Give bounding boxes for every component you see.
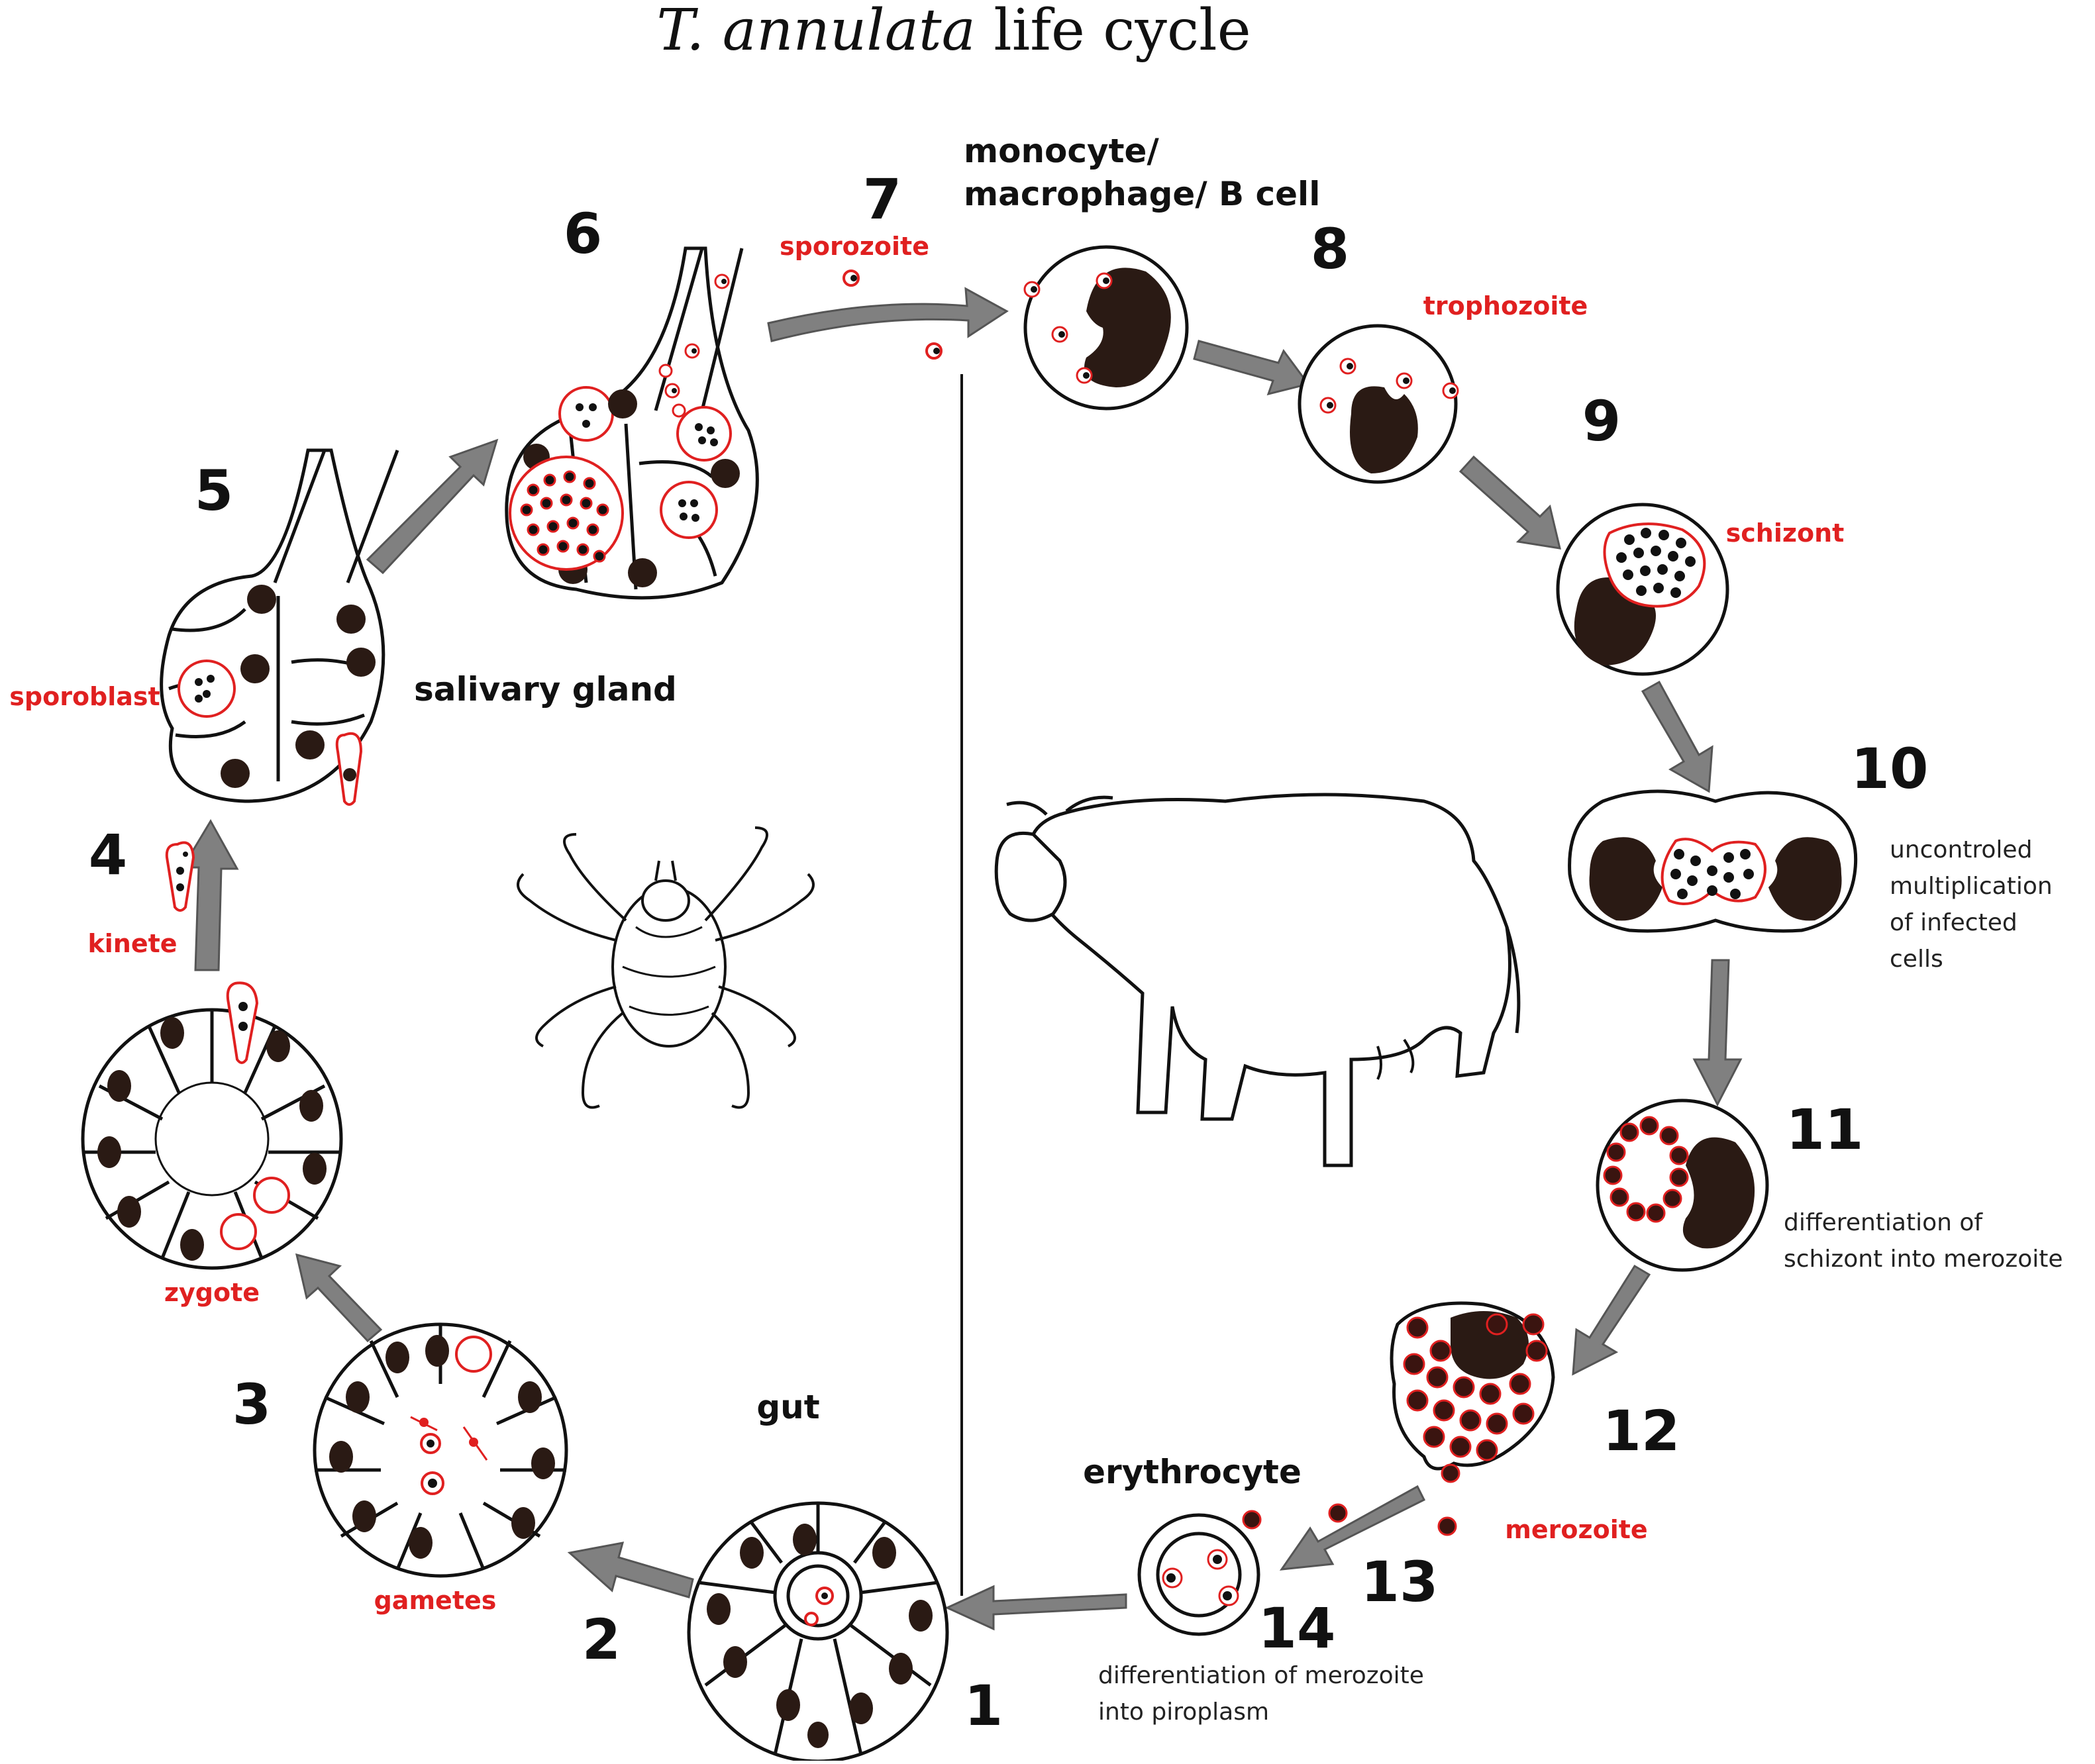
description-11-line2: schizont into merozoite xyxy=(1784,1246,2063,1273)
arrow-stage-12 xyxy=(1572,1264,1651,1376)
arrow-stage-8 xyxy=(1193,340,1310,396)
stage-number-13: 13 xyxy=(1361,1549,1439,1614)
stage-numbers: 1 2 3 4 5 6 7 8 9 10 11 12 13 14 xyxy=(89,167,1929,1738)
description-10-line4: cells xyxy=(1890,946,1943,973)
description-14-line1: differentiation of merozoite xyxy=(1098,1662,1424,1689)
cow-illustration xyxy=(994,793,1521,1167)
salivary-gland-label: salivary gland xyxy=(414,670,677,709)
stage-descriptions: uncontroled multiplication of infected c… xyxy=(1098,836,2063,1726)
salivary-gland-sporozoites xyxy=(505,246,759,600)
arrow-stage-11 xyxy=(1692,959,1743,1107)
free-sporozoites xyxy=(843,270,943,360)
stage-number-10: 10 xyxy=(1851,736,1929,801)
stage-number-14: 14 xyxy=(1258,1596,1336,1661)
zygote-gut-cross-section xyxy=(81,981,343,1270)
cycle-arrows xyxy=(181,287,1743,1631)
arrow-stage-9 xyxy=(1458,455,1561,550)
monocyte-label-line1: monocyte/ xyxy=(964,132,1159,170)
stage-number-8: 8 xyxy=(1311,217,1349,281)
tick-illustration xyxy=(517,826,815,1109)
stage-number-4: 4 xyxy=(89,822,127,887)
erythrocyte-label: erythrocyte xyxy=(1083,1453,1302,1491)
location-labels: monocyte/ macrophage/ B cell salivary gl… xyxy=(414,132,1320,1491)
schizont-label: schizont xyxy=(1726,518,1845,548)
description-10-line2: multiplication xyxy=(1890,873,2053,900)
zygote-label: zygote xyxy=(164,1278,260,1307)
stage-number-3: 3 xyxy=(232,1372,271,1437)
stage-number-5: 5 xyxy=(195,458,233,523)
description-11-line1: differentiation of xyxy=(1784,1209,1983,1236)
arrow-stage-10 xyxy=(1641,680,1713,793)
stage-number-11: 11 xyxy=(1786,1097,1864,1162)
sporoblast-label: sporoblast xyxy=(9,682,160,711)
description-10-line1: uncontroled xyxy=(1890,836,2032,863)
arrow-stage-5 xyxy=(366,438,499,575)
stage-number-7: 7 xyxy=(863,167,901,232)
merozoite-cluster xyxy=(1403,1313,1548,1461)
monocyte-label-line2: macrophage/ B cell xyxy=(964,175,1320,213)
erythrocyte-cell xyxy=(1137,1513,1260,1636)
gut-cross-section xyxy=(687,1501,949,1763)
parasite-stage-labels: sporozoite trophozoite schizont sporobla… xyxy=(9,232,1844,1615)
host-cell-dividing xyxy=(1568,789,1858,933)
stage-number-1: 1 xyxy=(964,1673,1003,1738)
host-cell-bursting xyxy=(1242,1301,1555,1536)
host-cell-trophozoite xyxy=(1298,324,1459,484)
sporozoite-cluster xyxy=(520,470,609,563)
gut-label: gut xyxy=(756,1388,819,1426)
salivary-gland-acinus xyxy=(160,448,399,806)
diagram-title: T. annulata life cycle xyxy=(656,0,1251,64)
description-10-line3: of infected xyxy=(1890,909,2018,936)
gametes-gut-cross-section xyxy=(313,1322,568,1578)
kinete-cell xyxy=(165,841,195,912)
stage-number-6: 6 xyxy=(564,201,602,266)
description-14-line2: into piroplasm xyxy=(1098,1698,1269,1726)
arrow-stage-13 xyxy=(1279,1485,1426,1571)
stage-number-9: 9 xyxy=(1582,389,1621,454)
merozoite-label: merozoite xyxy=(1505,1515,1647,1544)
host-cell-schizont xyxy=(1556,503,1729,676)
arrow-stage-7 xyxy=(767,287,1009,342)
kinete-label: kinete xyxy=(87,929,177,958)
arrow-stage-1 xyxy=(945,1585,1127,1631)
host-cell-merozoite-differentiation xyxy=(1596,1099,1769,1272)
arrow-stage-3 xyxy=(295,1253,383,1343)
host-cell-sporozoite-entry xyxy=(1023,245,1189,411)
stage-number-12: 12 xyxy=(1603,1398,1680,1463)
sporozoite-label: sporozoite xyxy=(780,232,929,261)
gametes-label: gametes xyxy=(374,1586,497,1615)
arrow-stage-2 xyxy=(567,1542,694,1598)
trophozoite-label: trophozoite xyxy=(1423,291,1588,320)
stage-number-2: 2 xyxy=(582,1607,621,1672)
arrow-stage-4 xyxy=(181,819,239,971)
